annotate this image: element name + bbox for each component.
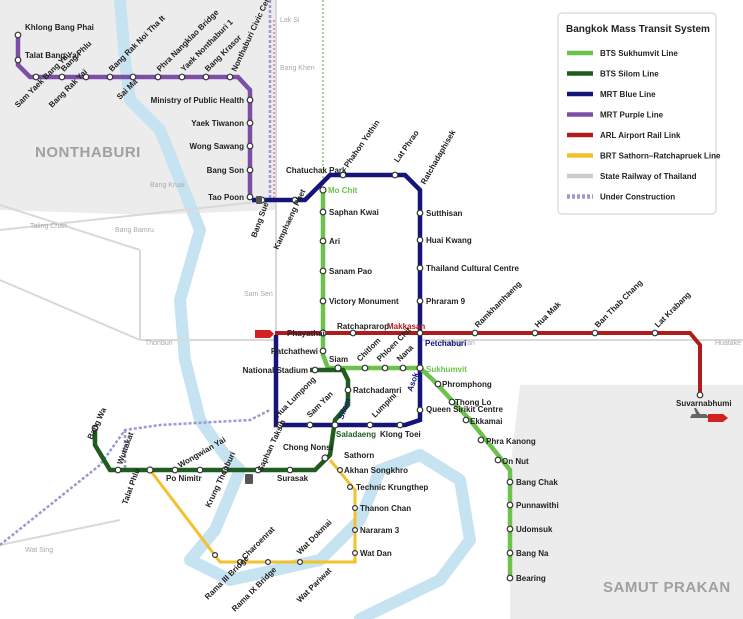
station-label: Ekkamai [470,417,502,426]
legend-label: ARL Airport Rail Link [600,131,681,140]
legend-label: BTS Sukhumvit Line [600,49,678,58]
legend-label: State Railway of Thailand [600,172,697,181]
rail-label: Lak Si [280,17,300,24]
station-label: Surasak [277,474,309,483]
station-label: Bang Na [516,549,549,558]
station-label: Ratchaprarop [337,322,389,331]
station-label: Sathorn [344,451,374,460]
station-label: Nararam 3 [360,526,400,535]
station-label: Ratchadamri [353,386,401,395]
station-markers [14,31,704,582]
rail-label: Huatake [715,340,741,347]
station-label: Thong Lo [455,398,492,407]
station-label: Victory Monument [329,297,399,306]
legend-label: BRT Sathorn–Ratchapruek Line [600,152,721,161]
station-label: Yaek Tiwanon [191,119,244,128]
state-railway [0,0,743,546]
station-label: Ministry of Public Health [151,96,244,105]
station-label: Sanam Pao [329,267,372,276]
station-label: Sutthisan [426,209,463,218]
airport-plane-icon [690,408,710,418]
station-label: Bang Son [207,166,244,175]
area-label-south: SAMUT PRAKAN [603,579,731,596]
station-label: Petchaburi [425,339,466,348]
station-label: Ratchathewi [271,347,318,356]
station-label: Akhan Songkhro [344,466,408,475]
station-label: National Stadium [243,366,308,375]
station-label: Sukhumvit [426,365,467,374]
arl-line [275,331,702,395]
station-label: Phra Kanong [486,437,536,446]
station-label: Bang Chak [516,478,558,487]
under-construction-lines [0,0,272,546]
station-label: Tao Poon [208,193,244,202]
station-label: Mo Chit [328,186,358,195]
station-label: Suvarnabhumi [676,399,732,408]
station-label: Thanon Chan [360,504,411,513]
station-label: Huai Kwang [426,236,472,245]
legend-label: Under Construction [600,193,675,202]
station-label: Chatuchak Park [286,166,347,175]
station-label: Po Nimitr [166,474,202,483]
rail-label: Bang Bamru [115,227,154,234]
rail-label: Bang Khen [280,65,315,72]
blue-line [252,172,423,428]
train-transfer-icon [245,196,262,484]
station-label: Talat Bang Yai [25,51,79,60]
legend-box [557,12,717,215]
station-label: Udomsuk [516,525,553,534]
rail-label: Bang Kruai [150,182,185,189]
station-label: Siam [329,355,348,364]
area-label-north: NONTHABURI [35,144,141,161]
station-label: Punnawithi [516,501,559,510]
chao-phraya-river [114,0,476,619]
station-label: Klong Toei [380,430,421,439]
samut-prakan-area [510,385,743,619]
station-label: Saphan Kwai [329,208,379,217]
rail-label: Thonburi [145,340,173,347]
station-label: Phayathai [287,329,325,338]
legend-title: Bangkok Mass Transit System [566,24,710,35]
station-label: Ari [329,237,340,246]
legend: Bangkok Mass Transit System BTS Sukhumvi… [557,12,721,215]
station-label: Makkasan [387,322,425,331]
pointing-hand-icon [255,330,728,422]
legend-label: BTS Silom Line [600,70,659,79]
station-label: Phromphong [442,380,492,389]
rail-label: Sam Sen [244,291,273,298]
rail-label: Khlong Tan [440,340,475,347]
station-label: Wat Dan [360,549,392,558]
station-label: Technic Krungthep [356,483,428,492]
station-label: Queen Sirikit Centre [426,405,503,414]
legend-label: MRT Purple Line [600,111,664,120]
station-label: On Nut [502,457,529,466]
legend-label: MRT Blue Line [600,90,656,99]
station-label: Chong Nonsi [283,443,333,452]
station-label: Bearing [516,574,546,583]
brt-line [148,459,357,564]
station-label: Phraram 9 [426,297,466,306]
station-label: Wong Sawang [189,142,244,151]
rail-label: Wat Sing [25,547,53,554]
station-label: Thailand Cultural Centre [426,264,519,273]
silom-line [92,367,351,473]
sukhumvit-line [320,190,513,580]
rail-label: Taling Chan [30,223,67,230]
station-label: Saladaeng [336,430,376,439]
station-label: Khlong Bang Phai [25,23,94,32]
